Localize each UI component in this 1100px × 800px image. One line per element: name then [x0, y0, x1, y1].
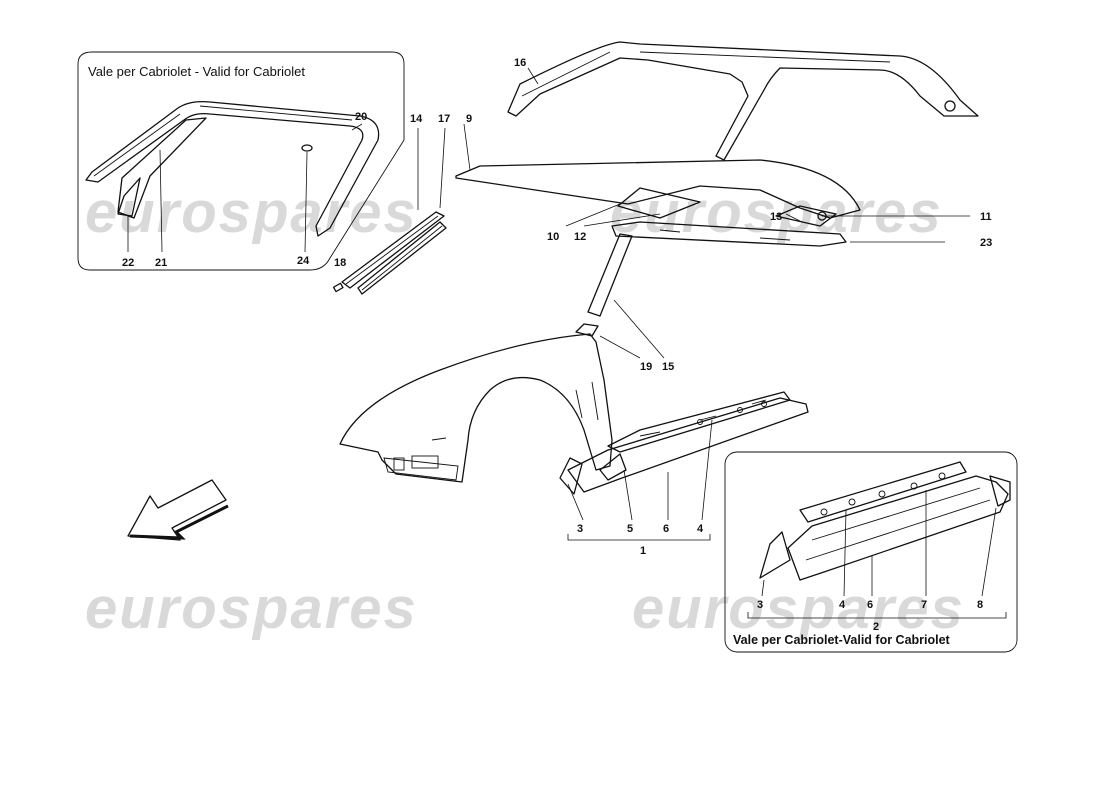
callout-10: 10: [547, 231, 559, 243]
callout-4-main: 4: [697, 523, 704, 535]
callout-6-inset: 6: [867, 599, 873, 611]
inset-border-bottom: [724, 451, 1018, 653]
part-15-a-pillar: [587, 233, 633, 317]
roof-frame-bolt: [944, 100, 956, 112]
watermark-bottom-left: eurospares: [85, 576, 418, 641]
inset-caption-top: Vale per Cabriolet - Valid for Cabriolet: [88, 64, 305, 79]
roof-panel-assembly: 9 10 12 13 11 23 19 15: [455, 113, 992, 373]
part-6-cabriolet-sill: [787, 475, 1009, 581]
part-17-seal-strip: [357, 221, 447, 295]
part-3-sill-end-cap: [559, 457, 583, 495]
part-12-panel-trim: [617, 187, 701, 219]
callout-11: 11: [980, 211, 992, 223]
part-20-detail: [93, 105, 353, 177]
callout-3-inset: 3: [757, 599, 763, 611]
front-direction-arrow-icon: [127, 479, 229, 541]
fender-vent: [383, 457, 459, 481]
part-5-sill-bracket: [599, 453, 627, 481]
callout-15: 15: [662, 361, 674, 373]
callout-9: 9: [466, 113, 472, 125]
callout-12: 12: [574, 231, 586, 243]
part-8-end-piece: [989, 475, 1011, 507]
part-3-cabriolet-end-cap: [759, 531, 791, 579]
part-14-seal-strip: [341, 211, 445, 289]
callout-20: 20: [355, 111, 367, 123]
bracket-group-1: [567, 534, 711, 541]
part-4-cabriolet-reinforcement: [799, 461, 967, 523]
callout-2: 2: [873, 621, 879, 633]
callout-3-main: 3: [577, 523, 583, 535]
fender-lamp-slot: [393, 457, 405, 471]
part-23-crossmember: [611, 221, 847, 247]
callout-7: 7: [921, 599, 927, 611]
callout-21: 21: [155, 257, 167, 269]
callout-23: 23: [980, 237, 992, 249]
callout-24: 24: [297, 255, 310, 267]
callout-16: 16: [514, 57, 526, 69]
cabriolet-frame-inset: Vale per Cabriolet - Valid for Cabriolet…: [77, 51, 405, 271]
bracket-group-2: [747, 612, 1007, 619]
watermarks: eurospares eurospares eurospares eurospa…: [85, 180, 965, 641]
part-6-sill-panel: [567, 397, 809, 493]
callout-5: 5: [627, 523, 633, 535]
callout-4-inset: 4: [839, 599, 846, 611]
callout-18: 18: [334, 257, 346, 269]
inset-caption-bottom: Vale per Cabriolet-Valid for Cabriolet: [733, 633, 951, 647]
watermark-bottom-right: eurospares: [632, 576, 965, 641]
watermark-top-left: eurospares: [85, 180, 418, 245]
callout-6-main: 6: [663, 523, 669, 535]
callout-13: 13: [770, 211, 782, 223]
part-24-fastener: [301, 144, 313, 152]
part-13-bracket: [775, 205, 837, 227]
callout-14: 14: [410, 113, 423, 125]
front-fender-assembly: [339, 333, 613, 483]
callout-1: 1: [640, 545, 646, 557]
callout-17: 17: [438, 113, 450, 125]
watermark-top-right: eurospares: [610, 180, 943, 245]
sill-assembly: 3 5 6 4 1: [559, 391, 809, 557]
part-20-windscreen-frame: [85, 100, 380, 237]
front-fender-panel: [339, 333, 613, 483]
inset-border: [77, 51, 405, 271]
door-seal-strips: 14 17 18: [332, 113, 450, 295]
cabriolet-sill-inset: 3 4 6 7 8 2 Vale per Cabriolet-Valid for…: [724, 451, 1018, 653]
callout-19: 19: [640, 361, 652, 373]
part-22-pillar-cover: [117, 177, 141, 217]
fender-grille: [411, 455, 439, 469]
roof-frame-assembly: 16: [507, 41, 979, 161]
callout-8: 8: [977, 599, 983, 611]
callout-22: 22: [122, 257, 134, 269]
part-16-roof-frame: [507, 41, 979, 161]
part-21-pillar-trim: [117, 117, 207, 219]
part-9-roof-panel: [455, 159, 861, 219]
part-4-sill-reinforcement: [607, 391, 791, 453]
part-18-clip: [332, 282, 344, 293]
